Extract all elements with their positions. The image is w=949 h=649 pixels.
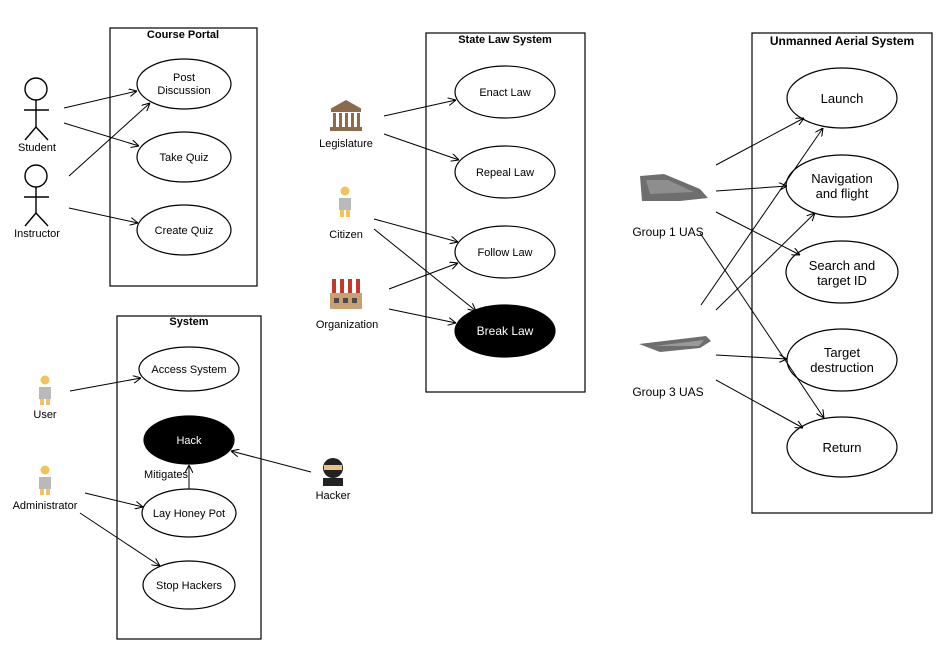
hack-usecase — [143, 415, 235, 465]
group1-to-search-arrow — [715, 211, 800, 255]
repeal-law-label: Repeal Law — [476, 167, 534, 179]
take-quiz-label: Take Quiz — [160, 152, 209, 164]
course-portal-title: Course Portal — [147, 29, 219, 41]
organization-label: Organization — [316, 319, 378, 331]
uas-title: Unmanned Aerial System — [770, 34, 914, 48]
legislature-label: Legislature — [319, 138, 373, 150]
post-discussion-label-2: Discussion — [157, 85, 210, 97]
post-discussion-label-1: Post — [173, 72, 195, 84]
create-quiz-usecase — [136, 204, 232, 256]
student-actor: Student — [18, 77, 56, 154]
access-system-label: Access System — [151, 364, 226, 376]
user-label: User — [33, 409, 57, 421]
group1-to-nav-arrow — [715, 186, 787, 192]
stop-hackers-label: Stop Hackers — [156, 580, 223, 592]
organization-to-follow-arrow — [388, 263, 458, 290]
hack-label: Hack — [176, 435, 202, 447]
student-to-post-arrow — [63, 91, 137, 109]
group1-actor: Group 1 UAS — [632, 174, 708, 239]
break-law-usecase — [454, 304, 556, 358]
group1-to-launch-arrow — [715, 118, 804, 166]
user-to-access-arrow — [69, 378, 141, 392]
factory-icon — [330, 279, 362, 309]
group3-to-launch-arrow — [700, 128, 823, 306]
navigation-label-2: and flight — [816, 186, 869, 201]
hacker-to-hack-arrow — [231, 451, 312, 473]
state-law-diagram: State Law System Legislature Citizen — [316, 32, 586, 393]
legislature-to-enact-arrow — [383, 100, 456, 117]
student-to-takequiz-arrow — [63, 122, 139, 146]
citizen-to-follow-arrow — [373, 218, 458, 242]
legislature-actor: Legislature — [319, 100, 373, 150]
system-title: System — [169, 316, 208, 328]
legislature-to-repeal-arrow — [383, 133, 459, 160]
target-destruction-label-2: destruction — [810, 360, 874, 375]
government-building-icon — [330, 100, 362, 131]
user-actor: User — [33, 375, 57, 421]
search-target-label-2: target ID — [817, 273, 867, 288]
instructor-to-post-arrow — [68, 103, 150, 177]
hacker-actor: Hacker — [316, 458, 351, 502]
group3-actor: Group 3 UAS — [632, 336, 711, 399]
system-diagram: System User Administrator Hacker Access … — [13, 315, 351, 640]
launch-usecase — [786, 67, 898, 129]
navigation-label-1: Navigation — [811, 171, 872, 186]
access-system-usecase — [138, 346, 240, 392]
citizen-actor: Citizen — [329, 186, 363, 241]
course-portal-diagram: Course Portal Student Instructor Post Di… — [14, 27, 258, 287]
citizen-label: Citizen — [329, 229, 363, 241]
instructor-actor: Instructor — [14, 164, 60, 240]
create-quiz-label: Create Quiz — [155, 225, 214, 237]
student-label: Student — [18, 142, 56, 154]
flying-wing-drone-icon — [639, 336, 711, 352]
group1-label: Group 1 UAS — [632, 225, 703, 239]
break-law-label: Break Law — [477, 324, 534, 338]
admin-to-stophackers-arrow — [79, 512, 160, 566]
take-quiz-usecase — [136, 131, 232, 183]
group3-to-nav-arrow — [715, 213, 815, 311]
group3-to-return-arrow — [715, 379, 803, 428]
stealth-drone-icon — [640, 174, 708, 201]
search-target-label-1: Search and — [809, 258, 876, 273]
repeal-law-usecase — [454, 145, 556, 199]
group3-to-target-arrow — [715, 354, 787, 359]
enact-law-label: Enact Law — [479, 87, 530, 99]
administrator-label: Administrator — [13, 500, 78, 512]
citizen-to-break-arrow — [373, 228, 476, 311]
follow-law-usecase — [454, 225, 556, 279]
target-destruction-label-1: Target — [824, 345, 861, 360]
group1-to-return-arrow — [699, 232, 824, 418]
enact-law-usecase — [454, 65, 556, 119]
organization-actor: Organization — [316, 279, 378, 331]
return-usecase — [786, 416, 898, 478]
state-law-title: State Law System — [458, 34, 552, 46]
search-target-usecase — [785, 240, 899, 304]
lay-honey-pot-label: Lay Honey Pot — [153, 508, 225, 520]
group3-label: Group 3 UAS — [632, 385, 703, 399]
instructor-label: Instructor — [14, 228, 60, 240]
organization-to-break-arrow — [388, 308, 456, 323]
return-label: Return — [822, 440, 861, 455]
stop-hackers-usecase — [142, 560, 236, 610]
hacker-label: Hacker — [316, 490, 351, 502]
mitigates-label: Mitigates — [144, 469, 189, 481]
follow-law-label: Follow Law — [477, 247, 532, 259]
post-discussion-usecase — [136, 58, 232, 110]
administrator-actor: Administrator — [13, 465, 78, 512]
launch-label: Launch — [821, 91, 864, 106]
admin-to-honeypot-arrow — [84, 492, 143, 507]
instructor-to-createquiz-arrow — [68, 207, 138, 223]
uas-diagram: Unmanned Aerial System Group 1 UAS Group… — [632, 32, 933, 514]
